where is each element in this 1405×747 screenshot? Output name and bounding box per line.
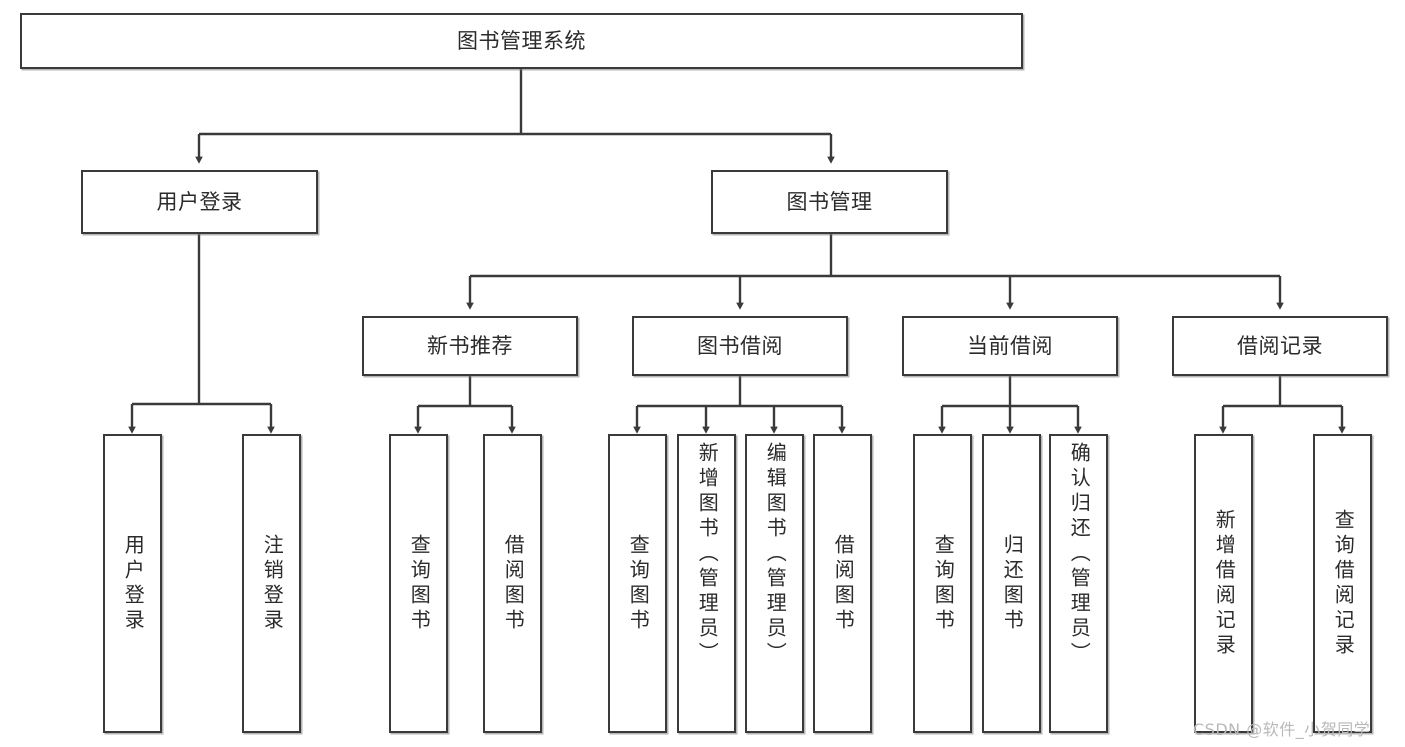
node-label: 借阅记录 (1237, 333, 1323, 358)
node-label: 查询图书 (407, 533, 432, 634)
node-label: 新增图书（管理员） (695, 442, 720, 667)
node-label: 新书推荐 (427, 333, 513, 358)
leaf-borrow-book[interactable]: 借阅图书 (813, 434, 872, 733)
node-label: 用户登录 (156, 189, 243, 214)
leaf-add-book[interactable]: 新增图书（管理员） (677, 434, 736, 733)
node-label: 图书管理 (786, 189, 873, 214)
leaf-query-borrow-record[interactable]: 查询借阅记录 (1313, 434, 1372, 733)
leaf-return-book[interactable]: 归还图书 (982, 434, 1041, 733)
node-label: 图书管理系统 (457, 28, 586, 53)
csdn-watermark: CSDN @软件_小贺同学 (1193, 720, 1371, 739)
leaf-user-login[interactable]: 用户登录 (103, 434, 162, 733)
node-label: 借阅图书 (501, 533, 526, 634)
leaf-borrow-book-recommend[interactable]: 借阅图书 (483, 434, 542, 733)
node-label: 注销登录 (260, 533, 285, 634)
node-book-manage[interactable]: 图书管理 (711, 170, 948, 234)
leaf-user-logout[interactable]: 注销登录 (242, 434, 301, 733)
node-label: 借阅图书 (831, 533, 856, 634)
node-label: 归还图书 (1000, 533, 1025, 634)
leaf-confirm-return[interactable]: 确认归还（管理员） (1049, 434, 1108, 733)
node-borrow-record[interactable]: 借阅记录 (1172, 316, 1388, 376)
node-label: 新增借阅记录 (1212, 508, 1237, 659)
node-user-login[interactable]: 用户登录 (81, 170, 318, 234)
node-label: 确认归还（管理员） (1067, 442, 1092, 667)
node-book-management-system[interactable]: 图书管理系统 (20, 13, 1023, 69)
leaf-add-borrow-record[interactable]: 新增借阅记录 (1194, 434, 1253, 733)
node-book-borrow[interactable]: 图书借阅 (632, 316, 848, 376)
node-label: 查询图书 (626, 533, 651, 634)
leaf-edit-book[interactable]: 编辑图书（管理员） (745, 434, 804, 733)
leaf-query-book-borrow[interactable]: 查询图书 (608, 434, 667, 733)
node-label: 当前借阅 (967, 333, 1053, 358)
node-label: 查询图书 (931, 533, 956, 634)
leaf-query-book-current[interactable]: 查询图书 (913, 434, 972, 733)
node-label: 查询借阅记录 (1331, 508, 1356, 659)
node-label: 编辑图书（管理员） (763, 442, 788, 667)
node-new-book-recommend[interactable]: 新书推荐 (362, 316, 578, 376)
node-label: 用户登录 (121, 533, 146, 634)
node-current-borrow[interactable]: 当前借阅 (902, 316, 1118, 376)
node-label: 图书借阅 (697, 333, 783, 358)
leaf-query-book-recommend[interactable]: 查询图书 (389, 434, 448, 733)
